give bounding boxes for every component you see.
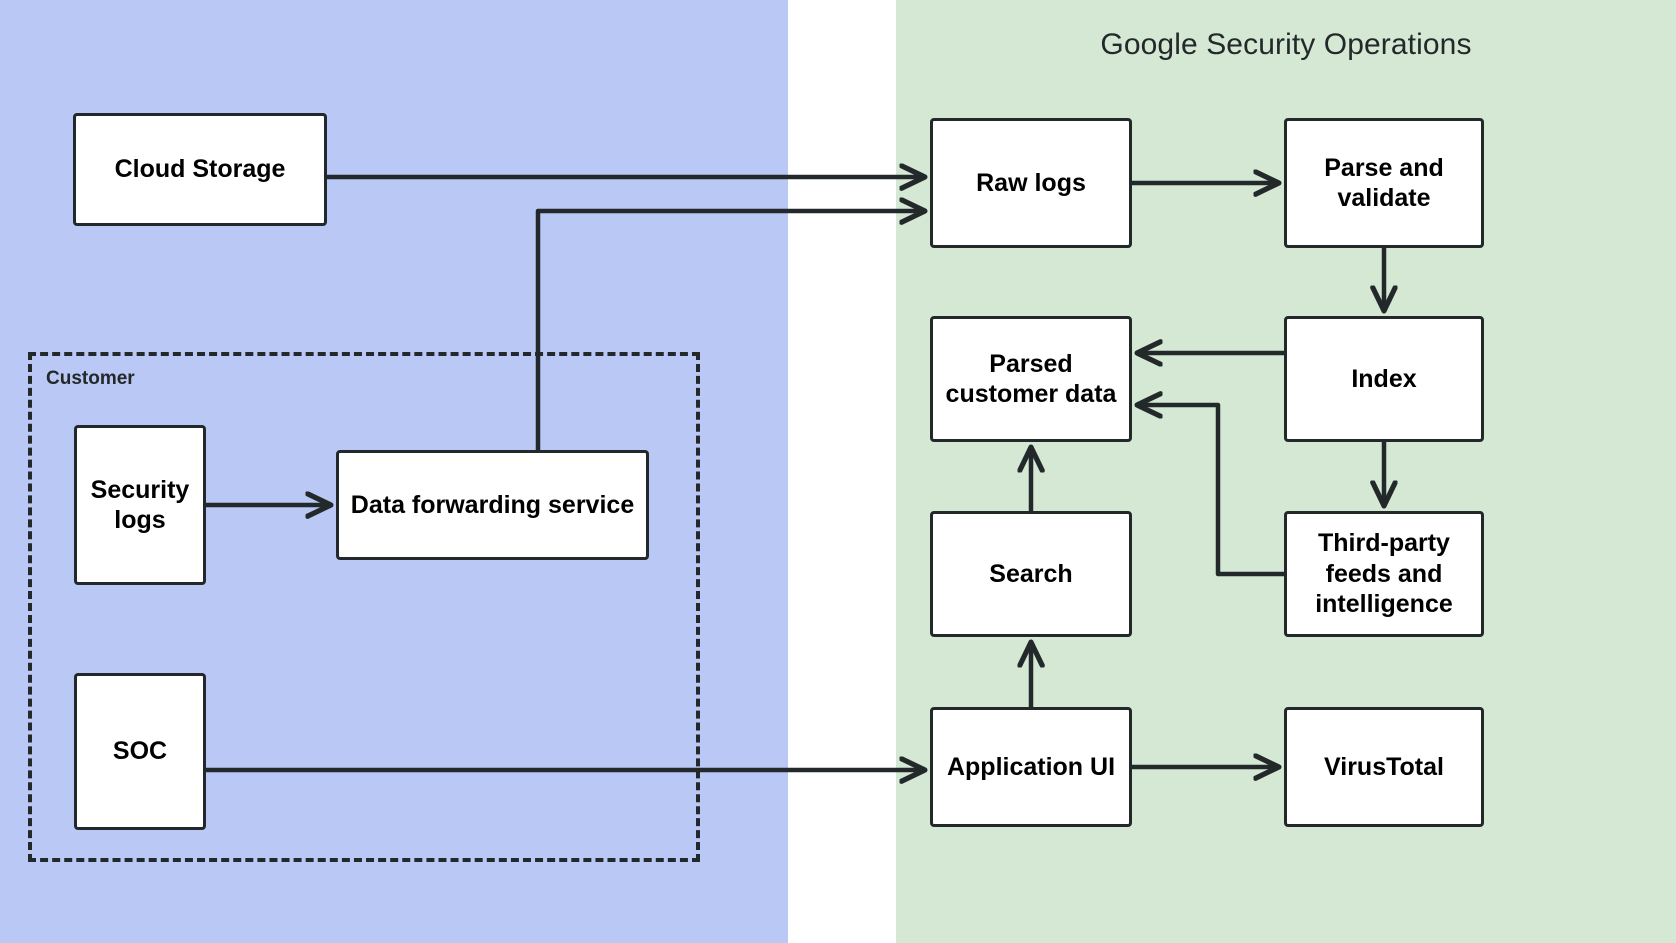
node-virustotal[interactable]: VirusTotal: [1284, 707, 1484, 827]
node-raw-logs[interactable]: Raw logs: [930, 118, 1132, 248]
node-parsed-customer-data[interactable]: Parsed customer data: [930, 316, 1132, 442]
node-application-ui[interactable]: Application UI: [930, 707, 1132, 827]
node-index[interactable]: Index: [1284, 316, 1484, 442]
node-data-forwarding-service[interactable]: Data forwarding service: [336, 450, 649, 560]
customer-boundary-group: [28, 352, 700, 862]
node-soc[interactable]: SOC: [74, 673, 206, 830]
node-security-logs[interactable]: Security logs: [74, 425, 206, 585]
customer-group-label: Customer: [46, 368, 135, 389]
node-cloud-storage[interactable]: Cloud Storage: [73, 113, 327, 226]
node-search[interactable]: Search: [930, 511, 1132, 637]
node-parse-and-validate[interactable]: Parse and validate: [1284, 118, 1484, 248]
node-third-party-feeds-and-intelligence[interactable]: Third-party feeds and intelligence: [1284, 511, 1484, 637]
google-security-operations-title: Google Security Operations: [1100, 28, 1472, 61]
